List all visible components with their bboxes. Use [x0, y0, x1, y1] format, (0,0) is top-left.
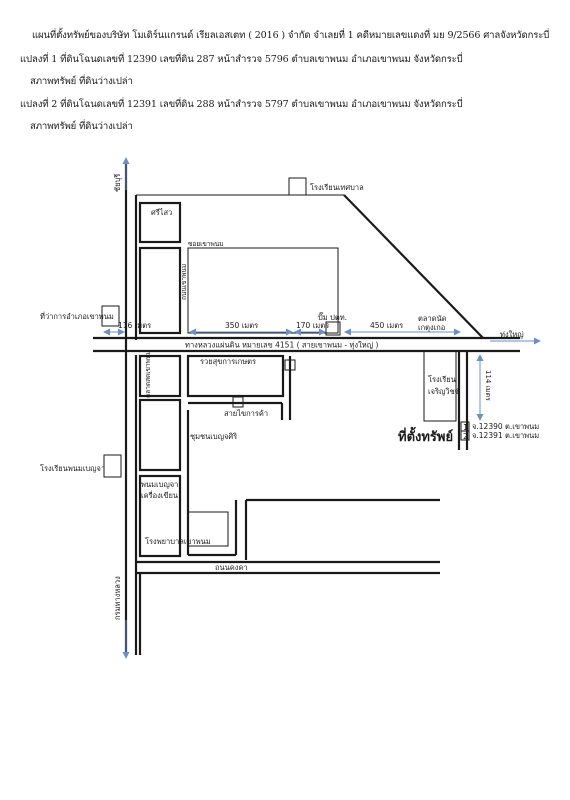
phanom-school-building	[103, 454, 122, 478]
direction-right-label: ทุ่งใหญ่	[500, 330, 524, 339]
municipal-school-building	[288, 177, 307, 196]
plot1-number: 1	[463, 423, 468, 432]
plot2-number: 2	[463, 432, 468, 441]
block-fresh-market2	[138, 398, 182, 472]
dist-450-label: 450 เมตร	[370, 321, 403, 330]
municipal-school-label: โรงเรียนเทศบาล	[310, 183, 364, 192]
diagonal-road	[343, 194, 484, 339]
district-office-building	[101, 305, 120, 327]
small-road-label: ซอยเขาพนม	[188, 240, 223, 248]
gas-station-label: ปั๊ม ปตท.	[318, 312, 347, 322]
school-right-label: โรงเรียน	[428, 375, 456, 384]
hospital-building	[187, 511, 229, 547]
market-label: ตลาดนัด	[418, 314, 447, 323]
block-sri-wai	[138, 201, 182, 244]
nonkrarat-road-label: ถนนคงคา	[215, 563, 248, 572]
dist-116-label: 116 เมตร	[118, 321, 151, 330]
dist-170-label: 170 เมตร	[296, 321, 329, 330]
plot2-description: แปลงที่ 2 ที่ดินโฉนดเลขที่ 12391 เลขที่ด…	[20, 99, 463, 110]
plot2-condition: สภาพทรัพย์ ที่ดินว่างเปล่า	[30, 121, 133, 132]
community-label: ชุมชนเบญจศิริ	[190, 432, 237, 441]
sri-wai-label: ศรีไสว	[151, 208, 172, 217]
plot1-description: แปลงที่ 1 ที่ดินโฉนดเลขที่ 12390 เลขที่ด…	[20, 54, 463, 65]
phanom-school-label: โรงเรียนพนมเบญจา	[40, 464, 105, 473]
commerce-label: สายไขการค้า	[224, 409, 268, 418]
dist-114-label: 114 เมตร	[484, 370, 492, 401]
district-office-label: ที่ว่าการอำเภอเขาพนม	[40, 311, 114, 321]
school-right-label-2: เจริญวิชช์	[428, 387, 460, 396]
property-label: ที่ตั้งทรัพย์	[398, 426, 453, 445]
dist-350-label: 350 เมตร	[225, 321, 258, 330]
school-right-building	[423, 350, 457, 422]
block-agri	[186, 354, 285, 398]
commerce-building	[232, 396, 244, 408]
block-fresh-market	[138, 354, 182, 398]
title-line: แผนที่ตั้งทรัพย์ของบริษัท โมเดิร์นแกรนด์…	[32, 30, 550, 41]
market-road-label: ถนนเขาพนม	[180, 264, 188, 300]
plot2-deed-label: จ.12391 ต.เขาพนม	[472, 431, 539, 440]
highway-label: ทางหลวงแผ่นดิน หมายเลข 4151 ( สายเขาพนม …	[185, 341, 378, 350]
agri-coop-building	[284, 359, 296, 371]
agri-coop-label: รวยสุขการเกษตร	[200, 357, 256, 366]
gas-station-building	[325, 321, 341, 336]
phanom-benja-label: พนมเบญจา	[141, 480, 178, 489]
fresh-market-road-label: ตลาดสดเขาพนม	[144, 350, 152, 398]
direction-bottom-label: กรมทางหลวง	[113, 576, 122, 620]
plot1-condition: สภาพทรัพย์ ที่ดินว่างเปล่า	[30, 76, 133, 87]
phanom-benja-label-2: เครื่องเขียน	[141, 490, 178, 500]
market-label-2: เกตุงเกอ	[418, 323, 445, 332]
plot1-deed-label: จ.12390 ต.เขาพนม	[472, 422, 539, 431]
direction-up-label: ชัยบุรี	[113, 174, 122, 192]
plot-2	[460, 430, 470, 441]
block-market-road	[138, 246, 182, 335]
hospital-label: โรงพยาบาลเขาพนม	[145, 537, 211, 546]
block-phanom-benja	[138, 474, 182, 558]
